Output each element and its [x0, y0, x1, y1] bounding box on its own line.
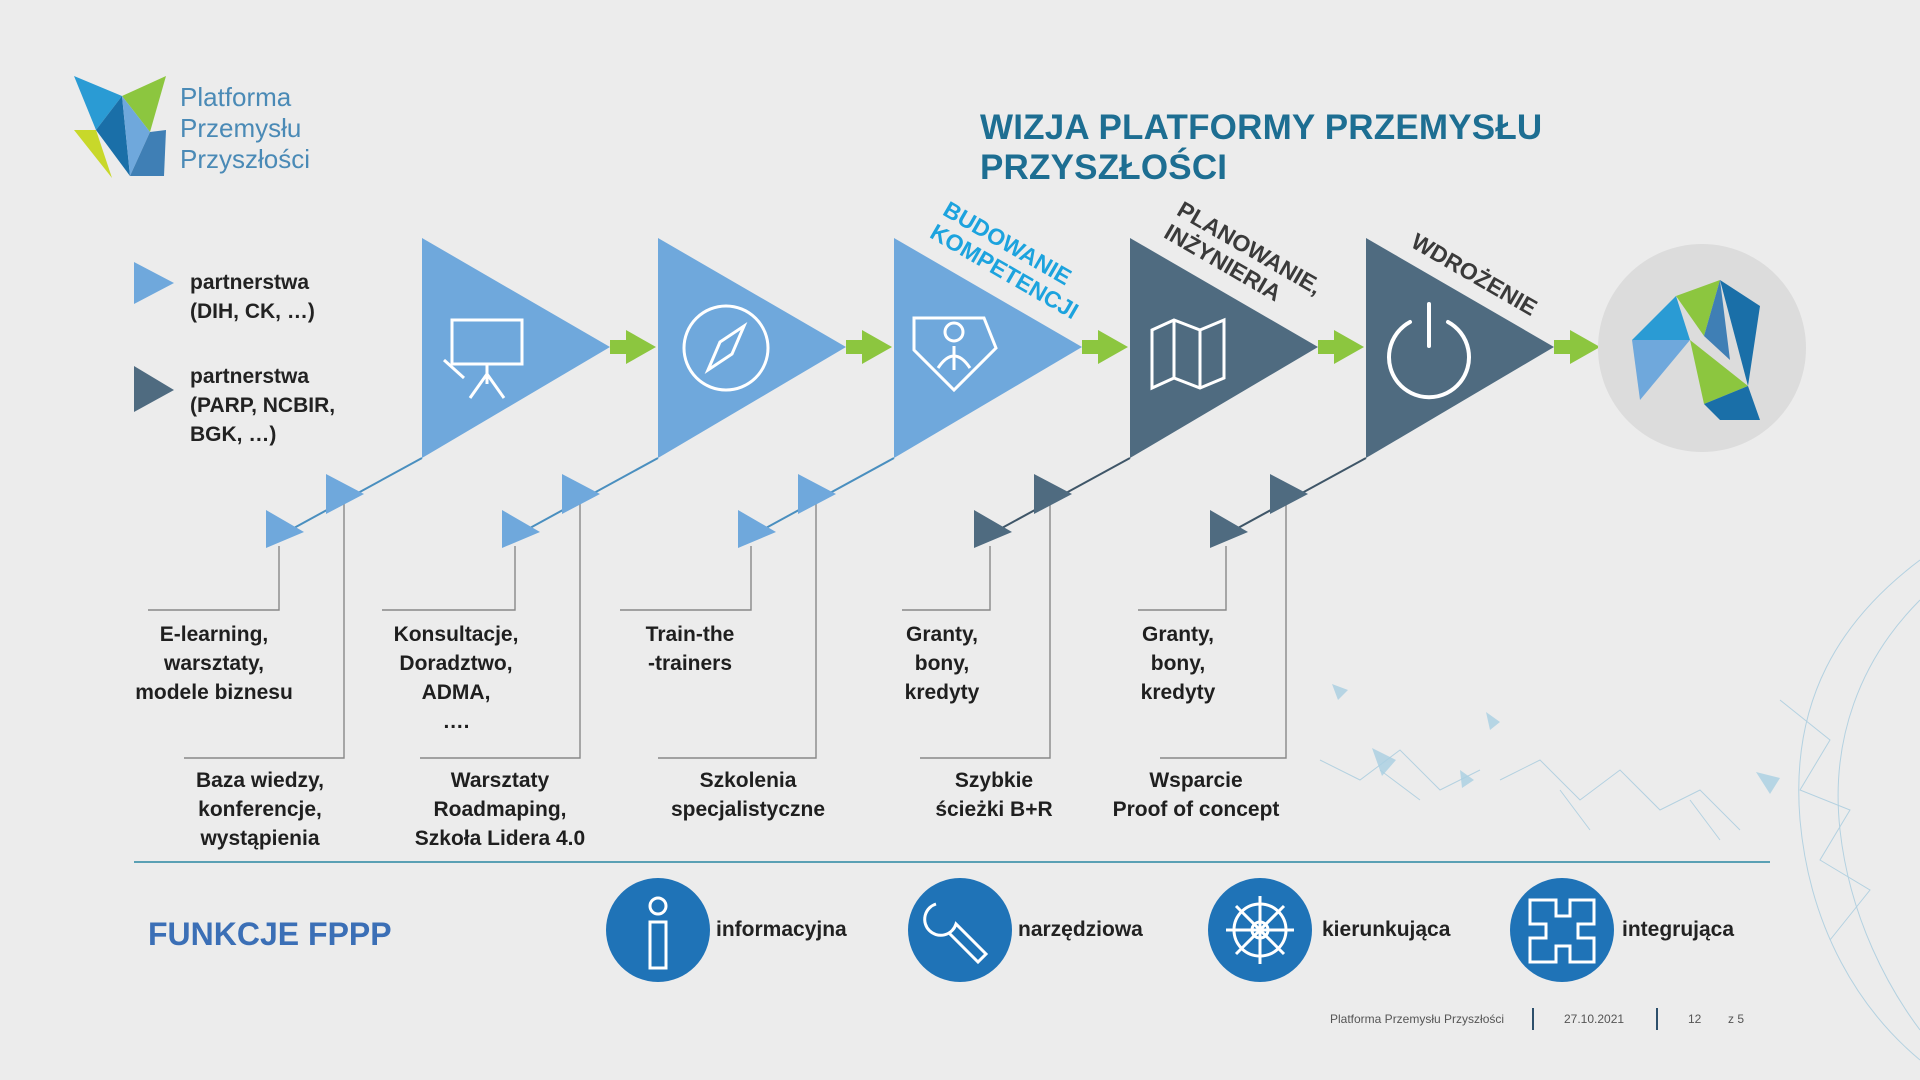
- service-top-1: E-learning, warsztaty, modele biznesu: [135, 623, 293, 704]
- small-partner-triangles: [266, 474, 1308, 548]
- footer-org: Platforma Przemysłu Przyszłości: [1330, 1012, 1505, 1026]
- service-bottom-3: Szkolenia specjalistyczne: [670, 769, 826, 821]
- page-title: WIZJA PLATFORMY PRZEMYSŁU PRZYSZŁOŚCI: [980, 108, 1543, 187]
- goal-logo-icon: [1632, 280, 1760, 420]
- compass-icon: [682, 304, 770, 392]
- service-top-2: Konsultacje, Doradztwo, ADMA, ….: [393, 623, 519, 733]
- function-label-informacyjna: informacyjna: [716, 918, 847, 941]
- footer-page-total: z 5: [1728, 1012, 1745, 1026]
- logo-mark-icon: [74, 76, 166, 178]
- service-bottom-2: Warsztaty Roadmaping, Szkoła Lidera 4.0: [414, 769, 586, 850]
- green-arrow-icons: [610, 330, 1600, 364]
- service-bottom-5: Wsparcie Proof of concept: [1112, 769, 1280, 821]
- presenter-person-icon: [912, 316, 998, 393]
- map-icon: [1150, 317, 1226, 391]
- puzzle-icon: [1528, 898, 1596, 964]
- legend-dark-triangle-icon: [134, 366, 174, 412]
- service-top-3: Train-the -trainers: [645, 623, 735, 675]
- footer-date: 27.10.2021: [1564, 1012, 1625, 1026]
- logo-text: Platforma Przemysłu Przyszłości: [180, 82, 311, 174]
- stage-3-triangle: [894, 238, 1082, 458]
- functions-title: FUNKCJE FPPP: [148, 916, 392, 952]
- network-decoration: [1319, 559, 1920, 1061]
- footer-page-number: 12: [1688, 1012, 1702, 1026]
- service-top-5: Granty, bony, kredyty: [1140, 623, 1216, 704]
- service-bottom-4: Szybkie ścieżki B+R: [935, 769, 1053, 821]
- presentation-board-icon: [442, 318, 524, 399]
- footer-separator: [1532, 1008, 1534, 1030]
- power-icon: [1387, 302, 1471, 400]
- wrench-icon: [923, 902, 989, 965]
- service-top-4: Granty, bony, kredyty: [904, 623, 980, 704]
- service-bottom-1: Baza wiedzy, konferencje, wystąpienia: [196, 769, 324, 850]
- ship-wheel-icon: [1226, 896, 1294, 964]
- stage-2-triangle: [658, 238, 846, 458]
- goal-circle: [1598, 244, 1806, 452]
- legend-item-dih: partnerstwa (DIH, CK, …): [190, 271, 315, 323]
- info-icon: [648, 896, 668, 970]
- stage-1-triangle: [422, 238, 610, 458]
- function-label-kierunkujaca: kierunkująca: [1322, 918, 1451, 941]
- legend-light-triangle-icon: [134, 262, 174, 304]
- legend-item-parp: partnerstwa (PARP, NCBIR, BGK, …): [190, 365, 336, 446]
- function-label-integrujaca: integrująca: [1622, 918, 1735, 941]
- stage-5-triangle: [1366, 238, 1554, 458]
- footer-separator: [1656, 1008, 1658, 1030]
- function-label-narzedziowa: narzędziowa: [1018, 918, 1143, 941]
